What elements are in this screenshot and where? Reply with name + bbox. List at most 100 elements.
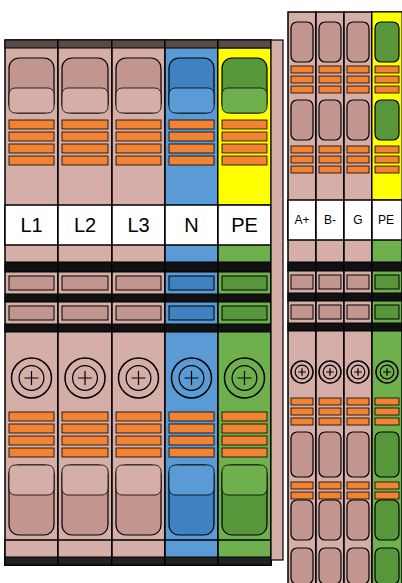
terminal-part <box>316 262 344 271</box>
terminal-part <box>222 88 267 113</box>
terminal-part <box>344 12 372 583</box>
terminal-part <box>165 324 218 332</box>
release-lever <box>116 436 161 445</box>
terminal-marking: PE <box>218 205 271 245</box>
screw-head <box>232 366 257 391</box>
screw-head <box>179 366 204 391</box>
terminal-part <box>319 432 341 477</box>
release-lever <box>62 436 108 445</box>
release-lever <box>375 482 399 489</box>
screw-slot <box>326 368 334 376</box>
terminal-part <box>344 323 372 331</box>
terminal-part <box>347 100 369 140</box>
release-lever <box>9 424 54 433</box>
screw-head <box>126 366 151 391</box>
screw-head <box>73 366 98 391</box>
terminal-part <box>165 557 218 565</box>
release-lever <box>116 424 161 433</box>
terminal-part <box>5 205 58 245</box>
terminal-part <box>5 324 58 332</box>
terminal-part <box>116 276 161 290</box>
release-lever <box>347 66 369 73</box>
terminal-part <box>169 465 214 495</box>
release-lever <box>116 132 161 141</box>
terminal <box>316 12 344 583</box>
terminal-part <box>344 293 372 301</box>
terminal-part <box>116 58 161 113</box>
terminal-part <box>291 275 313 289</box>
terminal-part <box>112 557 165 565</box>
terminal-part <box>375 548 399 583</box>
terminal-part <box>222 465 267 495</box>
release-lever <box>375 76 399 83</box>
terminal <box>372 12 402 583</box>
release-lever <box>9 120 54 129</box>
release-lever <box>222 132 267 141</box>
terminal-part <box>5 40 58 48</box>
release-lever <box>116 120 161 129</box>
terminal-part <box>9 465 54 495</box>
release-lever <box>291 418 313 425</box>
terminal-part <box>5 294 58 302</box>
terminal-part <box>218 48 271 205</box>
terminal-part <box>222 58 267 113</box>
terminal-part <box>316 12 344 583</box>
release-lever <box>375 66 399 73</box>
screw-head <box>351 365 365 379</box>
terminal-marking: L3 <box>112 205 165 245</box>
terminal-part <box>9 465 54 535</box>
release-lever <box>319 166 341 173</box>
screw-head <box>19 366 44 391</box>
terminal-part <box>319 22 341 62</box>
terminal-part <box>62 465 108 535</box>
terminal-part <box>62 88 108 113</box>
release-lever <box>116 412 161 421</box>
release-lever <box>319 156 341 163</box>
terminal-part <box>319 275 341 289</box>
terminal-part <box>116 88 161 113</box>
terminal-part <box>62 465 108 495</box>
terminal-part <box>116 465 161 495</box>
terminal-part <box>9 58 54 113</box>
release-lever <box>319 482 341 489</box>
release-lever <box>62 144 108 153</box>
release-lever <box>291 408 313 415</box>
release-lever <box>222 156 267 165</box>
release-lever <box>169 144 214 153</box>
terminal-part <box>375 500 399 540</box>
terminal-part <box>372 323 402 331</box>
terminal-part <box>112 40 165 48</box>
screw-head <box>295 365 309 379</box>
release-lever <box>169 412 214 421</box>
terminal-part <box>9 88 54 113</box>
release-lever <box>347 398 369 405</box>
terminal-part <box>344 200 372 240</box>
release-lever <box>169 156 214 165</box>
terminal-part <box>372 12 402 583</box>
terminal-part <box>218 557 271 565</box>
terminal <box>344 12 372 583</box>
terminal-marking: L1 <box>5 205 58 245</box>
terminal-part <box>291 305 313 319</box>
release-lever <box>9 144 54 153</box>
release-lever <box>222 436 267 445</box>
release-lever <box>62 132 108 141</box>
screw-slot <box>298 368 306 376</box>
screw <box>376 361 398 383</box>
terminal-part <box>288 323 316 331</box>
release-lever <box>375 408 399 415</box>
terminal-part <box>347 500 369 540</box>
release-lever <box>347 418 369 425</box>
terminal-part <box>375 275 399 289</box>
terminal-part <box>316 293 344 301</box>
terminal-part <box>271 40 283 560</box>
release-lever <box>319 418 341 425</box>
terminal-part <box>165 205 218 245</box>
release-lever <box>319 66 341 73</box>
release-lever <box>375 156 399 163</box>
terminal <box>112 40 165 565</box>
terminal-part <box>316 323 344 331</box>
terminal-part <box>347 275 369 289</box>
terminal-part <box>58 205 112 245</box>
screw <box>225 358 265 398</box>
